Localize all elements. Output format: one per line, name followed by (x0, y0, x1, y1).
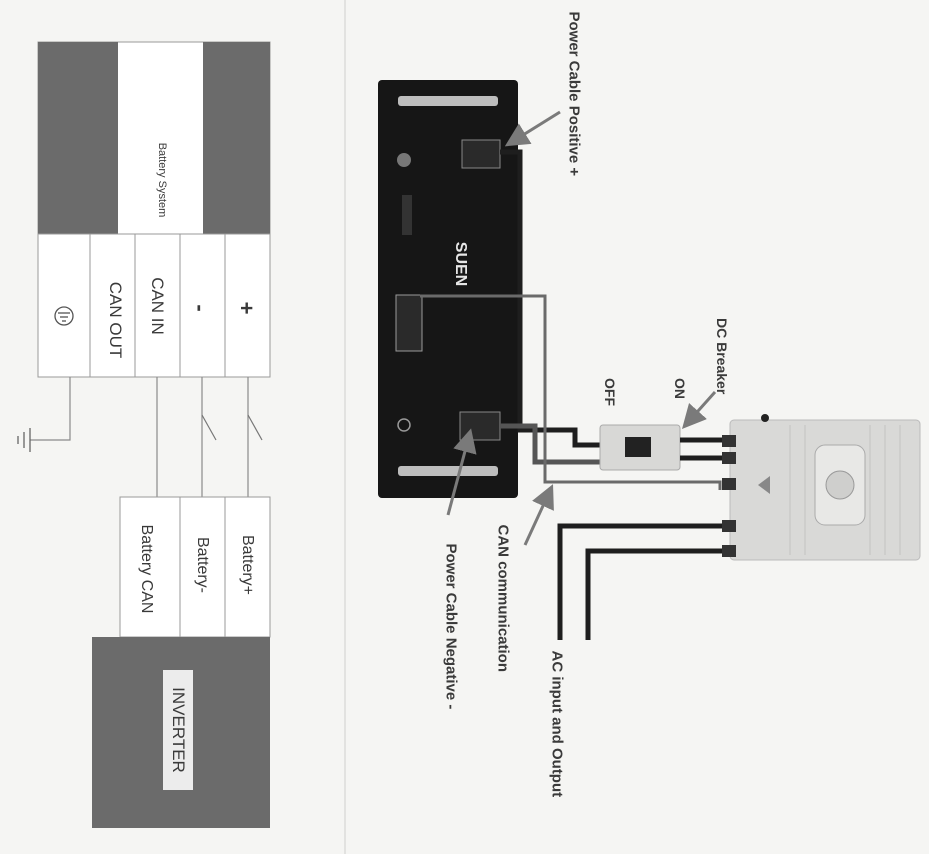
terminal-negative-label: - (188, 304, 213, 312)
battery-block-dark-top (38, 42, 118, 234)
callout-power-negative: Power Cable Negative - (442, 543, 460, 710)
inverter-antenna-icon (761, 414, 769, 422)
earth-ground-icon (17, 428, 31, 452)
inverter-warning-icon (758, 476, 770, 494)
inverter-connector-2 (722, 452, 736, 464)
callout-can-communication: CAN communication (494, 524, 512, 673)
wire-ground (30, 377, 71, 441)
inverter-logo-icon (825, 470, 855, 500)
battery-system-label: Battery System (156, 142, 168, 218)
battery-negative-terminal (459, 411, 501, 441)
ground-terminal-icon (54, 306, 74, 326)
battery-display (402, 195, 412, 235)
callout-dc-breaker: DC Breaker (714, 318, 730, 395)
switch-negative (201, 414, 217, 441)
cable-positive (500, 149, 605, 448)
inverter-port-battery-can: Battery CAN (138, 524, 155, 614)
inverter-fins (789, 425, 901, 555)
switch-positive (247, 414, 263, 441)
inverter-port-battery-neg: Battery- (194, 536, 211, 593)
breaker-off-label: OFF (602, 378, 618, 406)
arrow-power-negative (446, 428, 477, 516)
cable-negative (500, 423, 605, 465)
breaker-on-label: ON (672, 378, 688, 399)
arrow-dc-breaker (682, 391, 717, 429)
inverter-ports-block (119, 496, 271, 638)
cable-can (420, 294, 722, 490)
battery-handle-bottom (398, 466, 498, 476)
battery-can-ports (395, 294, 423, 352)
battery-handle-top (398, 96, 498, 106)
terminal-can-in-label: CAN IN (148, 277, 167, 335)
terminal-positive-label: + (234, 301, 259, 315)
inverter-label: INVERTER (169, 687, 188, 773)
dc-breaker-switch (625, 437, 651, 457)
battery-positive-terminal (461, 139, 501, 169)
ac-cable-1 (557, 523, 722, 640)
inverter-connector-3 (722, 478, 736, 490)
callout-ac-io: AC input and Output (548, 650, 566, 798)
inverter-connector-4 (722, 520, 736, 532)
inverter-label-bg (163, 670, 193, 790)
ac-cable-2 (585, 548, 722, 640)
inverter-connector-5 (722, 545, 736, 557)
battery-reset-button (397, 418, 411, 432)
battery-unit (378, 80, 518, 498)
battery-power-button (397, 153, 411, 167)
arrow-can (523, 484, 554, 546)
battery-block-dark-bottom (203, 42, 270, 234)
inverter-connector-1 (722, 435, 736, 447)
inverter-port-battery-pos: Battery+ (239, 534, 256, 596)
terminal-can-out-label: CAN OUT (106, 281, 125, 359)
arrow-power-positive (504, 110, 561, 147)
callout-power-positive: Power Cable Positive + (565, 11, 583, 177)
battery-brand-label: SUEN (452, 241, 469, 287)
